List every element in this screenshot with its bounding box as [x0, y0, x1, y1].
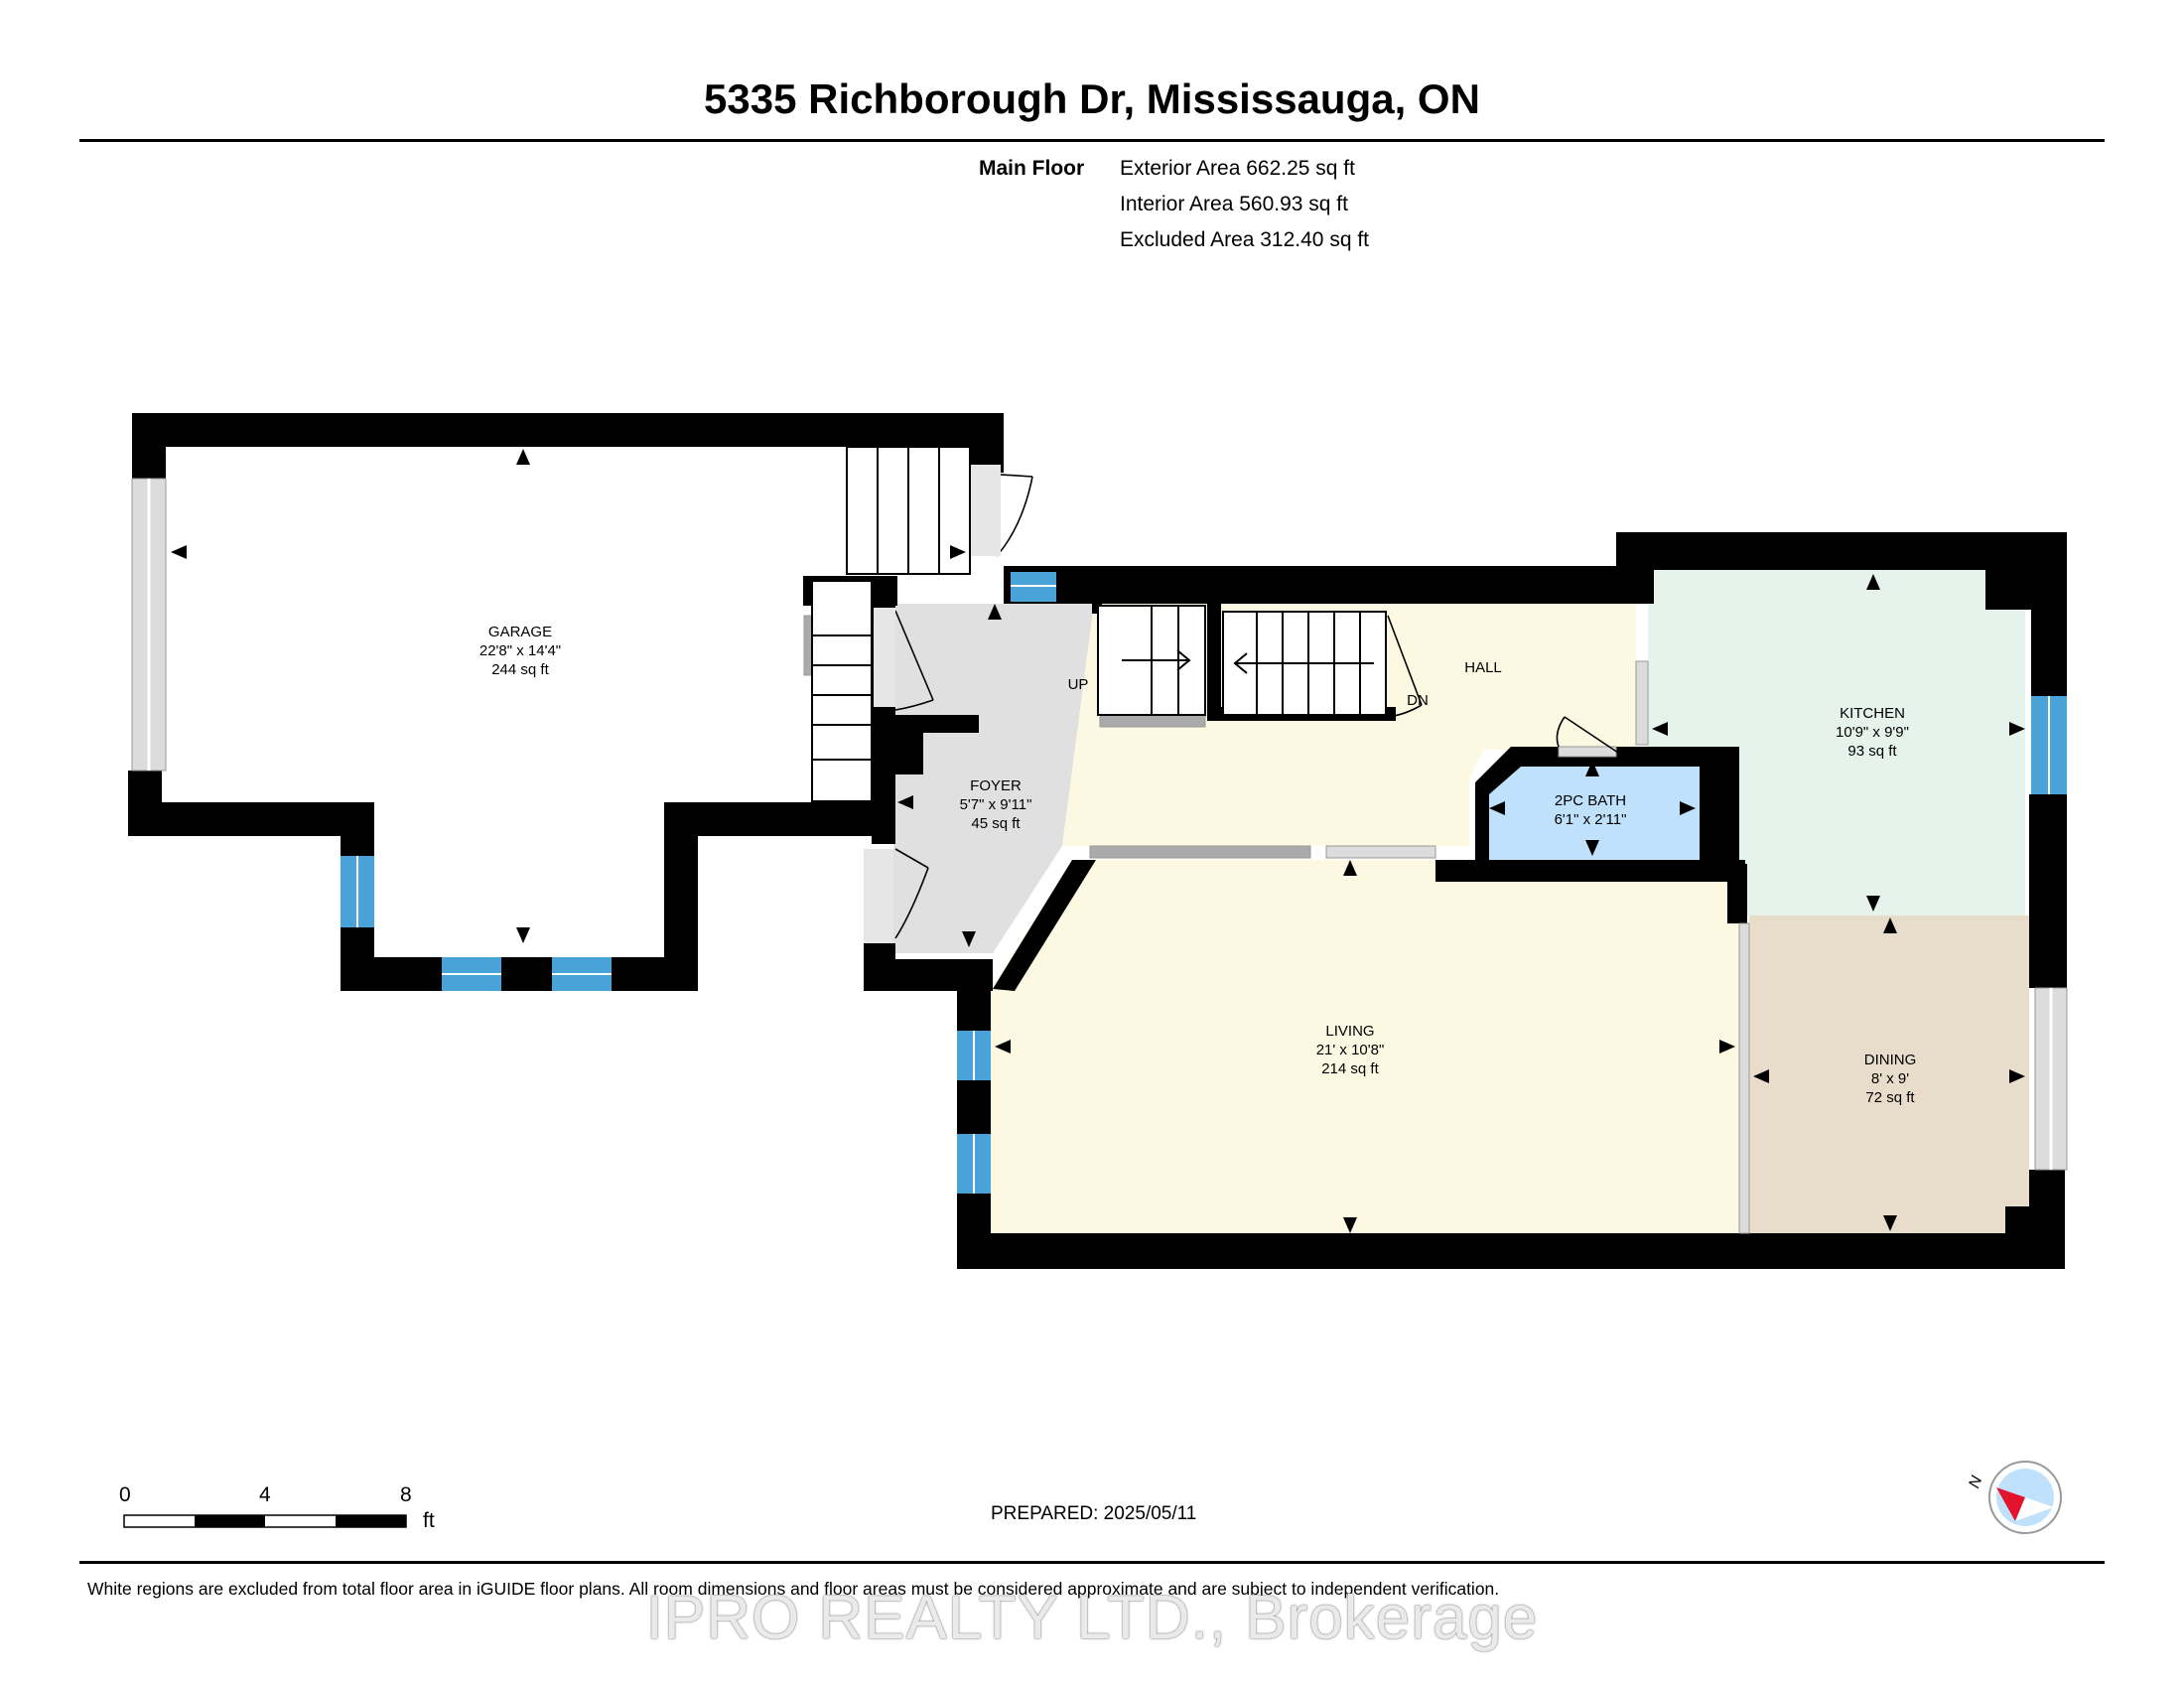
stairs: [811, 446, 1387, 802]
kitchen-name: KITCHEN: [1840, 705, 1905, 722]
windows: [341, 572, 2067, 1194]
scale-tick-0: 0: [119, 1483, 131, 1506]
excluded-area: Excluded Area 312.40 sq ft: [1120, 228, 1370, 251]
garage-name: GARAGE: [488, 624, 552, 640]
hall-name: HALL: [1464, 659, 1502, 676]
disclaimer: White regions are excluded from total fl…: [87, 1579, 1500, 1599]
scale-unit: ft: [423, 1509, 435, 1532]
bath-dims: 6'1" x 2'11": [1555, 811, 1627, 828]
living-name: LIVING: [1325, 1023, 1374, 1040]
openings: [131, 478, 2068, 1234]
dining-floor: [1749, 915, 2029, 1233]
compass-icon: [1988, 1461, 2062, 1534]
garage-area: 244 sq ft: [491, 661, 549, 678]
living-dims: 21' x 10'8": [1316, 1042, 1385, 1058]
kitchen-area: 93 sq ft: [1847, 743, 1897, 760]
bottom-rule: [79, 1561, 2105, 1564]
walls: [128, 413, 2067, 1269]
top-rule: [79, 139, 2105, 142]
living-floor: [991, 860, 1739, 1233]
dining-name: DINING: [1864, 1052, 1917, 1068]
garage-dims: 22'8" x 14'4": [479, 642, 561, 659]
brokerage-watermark: IPRO REALTY LTD., Brokerage: [645, 1584, 1539, 1652]
bath-floor: [1483, 757, 1700, 860]
living-area: 214 sq ft: [1321, 1060, 1379, 1077]
foyer-area: 45 sq ft: [971, 815, 1021, 832]
dining-dims: 8' x 9': [1871, 1070, 1909, 1087]
foyer-floor: [893, 604, 1094, 953]
door-swings: [864, 465, 1619, 943]
foyer-name: FOYER: [970, 777, 1022, 794]
kitchen-floor: [1648, 570, 2025, 915]
page-title: 5335 Richborough Dr, Mississauga, ON: [704, 75, 1480, 122]
scale-tick-8: 8: [400, 1483, 412, 1506]
dining-area: 72 sq ft: [1865, 1089, 1915, 1106]
stairs-down-label: DN: [1407, 692, 1429, 709]
dimension-arrows: [171, 449, 2025, 1233]
scale-tick-4: 4: [259, 1483, 271, 1506]
floor-label: Main Floor: [979, 157, 1085, 180]
basement-side-stairs: [811, 580, 873, 802]
prepared-date: PREPARED: 2025/05/11: [991, 1503, 1197, 1524]
bath-name: 2PC BATH: [1555, 792, 1626, 809]
stairs-up-label: UP: [1068, 676, 1089, 693]
foyer-dims: 5'7" x 9'11": [960, 796, 1032, 813]
exterior-area: Exterior Area 662.25 sq ft: [1120, 157, 1355, 180]
kitchen-dims: 10'9" x 9'9": [1836, 724, 1909, 741]
scale-bar: [123, 1514, 407, 1528]
interior-area: Interior Area 560.93 sq ft: [1120, 193, 1348, 215]
